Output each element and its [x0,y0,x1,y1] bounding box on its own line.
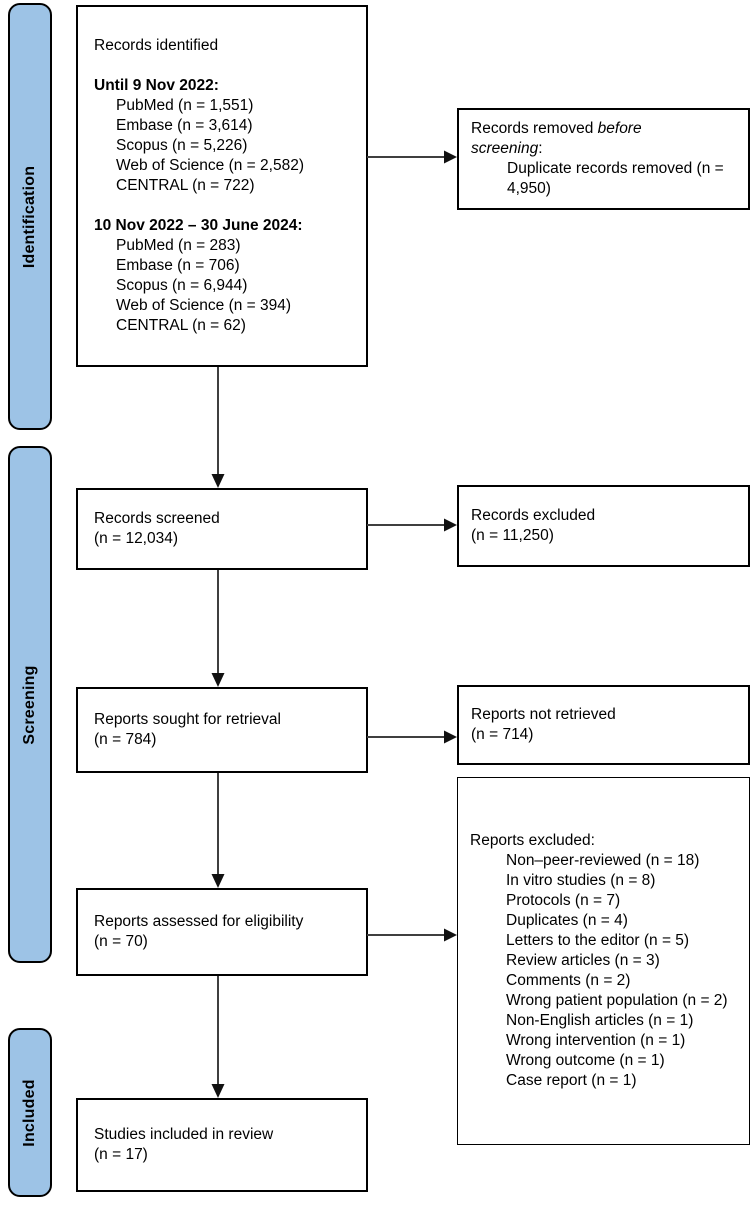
spacer [94,196,356,216]
database-count: CENTRAL (n = 62) [116,317,246,334]
arrow-sought-to-assessed [211,773,225,888]
studies-included-count: (n = 17) [94,1146,148,1163]
database-count: Scopus (n = 6,944) [116,277,248,294]
studies-included-label: Studies included in review [94,1126,274,1143]
box-studies-included: Studies included in review (n = 17) [76,1098,368,1192]
records-excluded-label: Records excluded [471,507,596,524]
arrow-screened-to-excluded [367,518,457,532]
exclusion-reason: Non–peer-reviewed (n = 18) [506,852,700,869]
exclusion-reason: Duplicates (n = 4) [506,912,628,929]
exclusion-reason: Wrong patient population (n = 2) [506,992,728,1009]
database-count: Scopus (n = 5,226) [116,137,248,154]
arrow-assessed-to-excluded-reasons [367,928,457,942]
box-records-removed: Records removed before screening: Duplic… [457,108,750,210]
exclusion-reason: Letters to the editor (n = 5) [506,932,690,949]
arrow-screened-to-sought [211,570,225,687]
records-removed-detail: Duplicate records removed (n = 4,950) [507,160,724,197]
database-count: PubMed (n = 1,551) [116,97,254,114]
reports-assessed-label: Reports assessed for eligibility [94,913,304,930]
exclusion-reason: Review articles (n = 3) [506,952,660,969]
reports-sought-label: Reports sought for retrieval [94,711,281,728]
records-removed-text: : [538,140,543,157]
database-count: Web of Science (n = 394) [116,297,292,314]
arrow-identified-to-removed [367,150,457,164]
records-identified-title: Records identified [94,37,219,54]
reports-assessed-count: (n = 70) [94,933,148,950]
records-removed-italic: screening [471,140,539,157]
stage-label-screening: Screening [21,664,38,745]
exclusion-reason: Case report (n = 1) [506,1072,637,1089]
database-count: Embase (n = 706) [116,257,240,274]
arrow-sought-to-not-retrieved [367,730,457,744]
reports-not-retrieved-count: (n = 714) [471,726,534,743]
stage-bar-included: Included [8,1028,52,1197]
box-records-screened: Records screened (n = 12,034) [76,488,368,570]
exclusion-reason: Wrong intervention (n = 1) [506,1032,686,1049]
records-removed-line2: screening: [471,139,740,159]
records-screened-count: (n = 12,034) [94,530,179,547]
exclusion-reason: Protocols (n = 7) [506,892,621,909]
database-count: Embase (n = 3,614) [116,117,253,134]
database-count: CENTRAL (n = 722) [116,177,255,194]
stage-label-included: Included [21,1078,38,1147]
stage-label-identification: Identification [21,165,38,268]
stage-bar-screening: Screening [8,446,52,963]
stage-bar-identification: Identification [8,3,52,430]
box-reports-sought: Reports sought for retrieval (n = 784) [76,687,368,773]
period1-header: Until 9 Nov 2022: [94,77,219,94]
records-removed-italic: before [597,120,642,137]
box-reports-not-retrieved: Reports not retrieved (n = 714) [457,685,750,765]
arrow-assessed-to-included [211,976,225,1098]
box-records-excluded: Records excluded (n = 11,250) [457,485,750,567]
exclusion-reason: In vitro studies (n = 8) [506,872,656,889]
box-records-identified: Records identified Until 9 Nov 2022: Pub… [76,5,368,367]
arrow-identified-to-screened [211,367,225,488]
records-excluded-count: (n = 11,250) [471,527,554,544]
period2-header: 10 Nov 2022 – 30 June 2024: [94,217,303,234]
database-count: Web of Science (n = 2,582) [116,157,304,174]
records-screened-label: Records screened [94,510,220,527]
records-removed-line1: Records removed before [471,119,740,139]
database-count: PubMed (n = 283) [116,237,241,254]
reports-sought-count: (n = 784) [94,731,157,748]
box-reports-assessed: Reports assessed for eligibility (n = 70… [76,888,368,976]
exclusion-reason: Wrong outcome (n = 1) [506,1052,665,1069]
spacer [94,56,356,76]
box-reports-excluded-reasons: Reports excluded: Non–peer-reviewed (n =… [457,777,750,1145]
records-removed-text: Records removed [471,120,598,137]
exclusion-reason: Non-English articles (n = 1) [506,1012,694,1029]
reports-not-retrieved-label: Reports not retrieved [471,706,616,723]
exclusion-reason: Comments (n = 2) [506,972,631,989]
reports-excluded-header: Reports excluded: [470,832,595,849]
